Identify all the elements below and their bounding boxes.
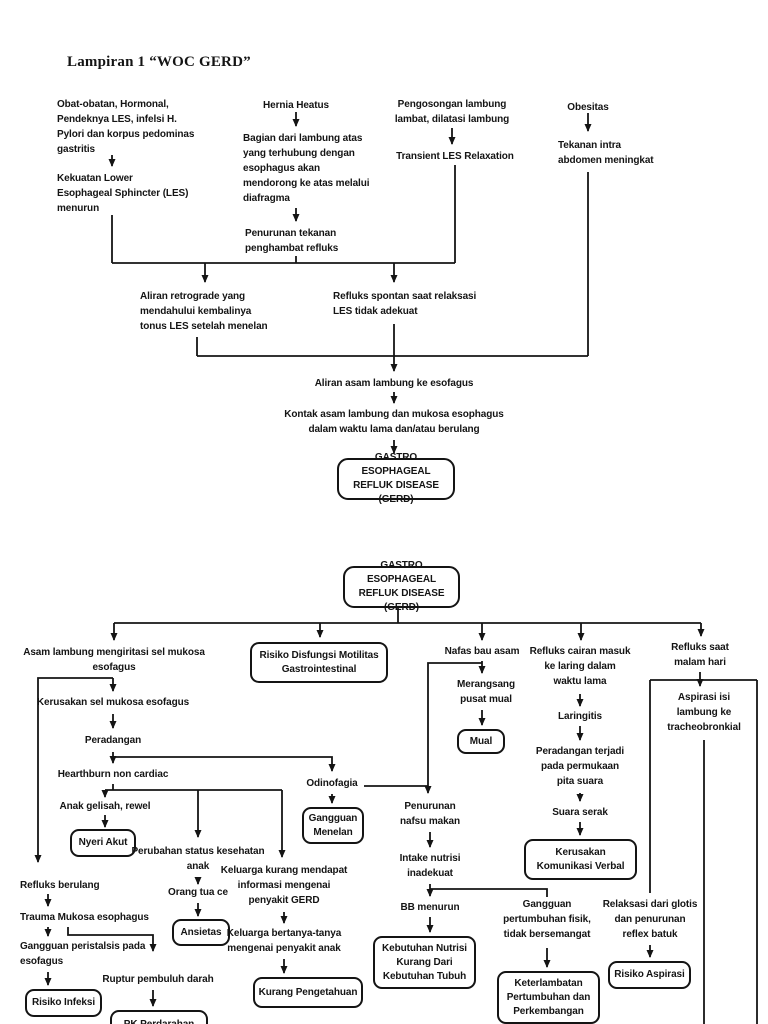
box-risiko-infeksi: Risiko Infeksi (25, 989, 102, 1017)
node-peradangan-pita: Peradangan terjadi pada permukaan pita s… (535, 746, 625, 787)
node-kekuatan-les: Kekuatan Lower Esophageal Sphincter (LES… (57, 173, 189, 214)
node-keluarga-kurang: Keluarga kurang mendapat informasi menge… (220, 865, 348, 906)
box-mual: Mual (457, 729, 505, 754)
node-pengosongan-lambung: Pengosongan lambung lambat, dilatasi lam… (394, 99, 510, 125)
node-keluarga-bertanya: Keluarga bertanya-tanya mengenai penyaki… (226, 928, 342, 954)
node-hearthburn: Hearthburn non cardiac (57, 769, 169, 780)
node-transient-les: Transient LES Relaxation (396, 151, 514, 162)
node-orang-tua: Orang tua ce (168, 887, 228, 898)
box-gerd-top: GASTRO ESOPHAGEAL REFLUK DISEASE (GERD) (337, 452, 455, 505)
node-gangguan-pertumbuhan: Gangguan pertumbuhan fisik, tidak bersem… (503, 899, 591, 940)
node-intake-nutrisi: Intake nutrisi inadekuat (399, 853, 461, 879)
node-aliran-retrograde: Aliran retrograde yang mendahului kembal… (140, 291, 268, 332)
node-ruptur-pembuluh: Ruptur pembuluh darah (102, 974, 214, 985)
node-bb-menurun: BB menurun (400, 902, 460, 913)
node-obat-obatan: Obat-obatan, Hormonal, Pendeknya LES, in… (57, 99, 195, 155)
node-nafas-bau-asam: Nafas bau asam (444, 646, 520, 657)
node-perubahan-status: Perubahan status kesehatan anak (131, 846, 265, 872)
node-peradangan: Peradangan (84, 735, 142, 746)
node-obesitas: Obesitas (567, 102, 609, 113)
box-kurang-pengetahuan: Kurang Pengetahuan (253, 977, 363, 1008)
box-risiko-disfungsi: Risiko Disfungsi Motilitas Gastrointesti… (250, 642, 388, 683)
node-asam-iritasi: Asam lambung mengiritasi sel mukosa esof… (23, 647, 205, 673)
node-refluks-malam: Refluks saat malam hari (671, 642, 729, 668)
box-kerusakan-komunikasi: Kerusakan Komunikasi Verbal (524, 839, 637, 880)
box-ansietas: Ansietas (172, 919, 230, 946)
node-refluks-cairan: Refluks cairan masuk ke laring dalam wak… (529, 646, 631, 687)
node-merangsang-mual: Merangsang pusat mual (457, 679, 515, 705)
box-gangguan-menelan: Gangguan Menelan (302, 807, 364, 844)
box-pk-perdarahan: PK Perdarahan (110, 1010, 208, 1024)
node-relaksasi-glotis: Relaksasi dari glotis dan penurunan refl… (602, 899, 698, 940)
box-risiko-aspirasi: Risiko Aspirasi (608, 961, 691, 989)
node-bagian-lambung: Bagian dari lambung atas yang terhubung … (243, 133, 370, 204)
node-trauma-mukosa: Trauma Mukosa esophagus (20, 912, 149, 923)
node-odinofagia: Odinofagia (306, 778, 358, 789)
node-penurunan-nafsu: Penurunan nafsu makan (399, 801, 461, 827)
node-penurunan-tekanan: Penurunan tekanan penghambat refluks (245, 228, 339, 254)
node-refluks-berulang: Refluks berulang (20, 880, 100, 891)
node-aliran-asam: Aliran asam lambung ke esofagus (314, 378, 474, 389)
box-kebutuhan-nutrisi: Kebutuhan Nutrisi Kurang Dari Kebutuhan … (373, 936, 476, 989)
node-tekanan-intra: Tekanan intra abdomen meningkat (558, 140, 654, 166)
box-keterlambatan: Keterlambatan Pertumbuhan dan Perkembang… (497, 971, 600, 1024)
flow-arrows (34, 112, 758, 1024)
box-gerd-bottom: GASTRO ESOPHAGEAL REFLUK DISEASE (GERD) (343, 560, 460, 613)
node-kerusakan-sel: Kerusakan sel mukosa esofagus (36, 697, 190, 708)
page-title: Lampiran 1 “WOC GERD” (67, 54, 251, 70)
node-laringitis: Laringitis (557, 711, 602, 722)
node-anak-gelisah: Anak gelisah, rewel (59, 801, 151, 812)
node-gangguan-peristalsis: Gangguan peristalsis pada esofagus (20, 941, 146, 967)
node-refluks-spontan: Refluks spontan saat relaksasi LES tidak… (333, 291, 477, 317)
node-suara-serak: Suara serak (552, 807, 608, 818)
node-hernia-heatus: Hernia Heatus (263, 100, 329, 111)
node-kontak-asam: Kontak asam lambung dan mukosa esophagus… (284, 409, 504, 435)
box-nyeri-akut: Nyeri Akut (70, 829, 136, 857)
node-aspirasi-isi: Aspirasi isi lambung ke tracheobronkial (667, 692, 741, 733)
